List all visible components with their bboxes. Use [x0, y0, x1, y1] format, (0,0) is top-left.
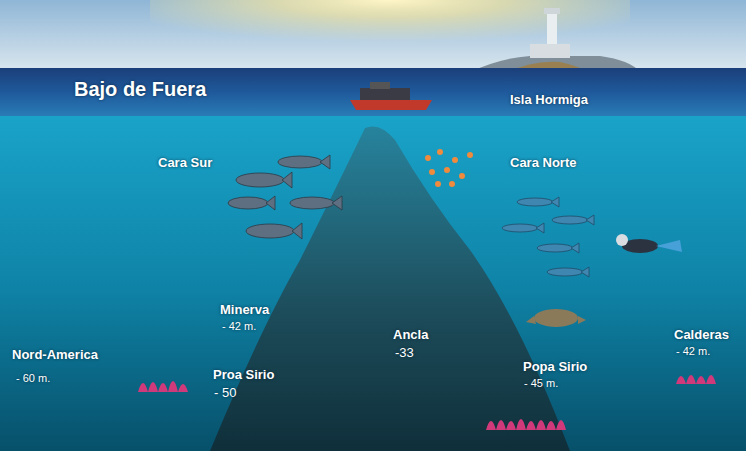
depth-label: -33: [395, 345, 414, 360]
site-label: Minerva: [220, 302, 269, 317]
site-label: Ancla: [393, 327, 428, 342]
depth-label: - 60 m.: [16, 372, 50, 384]
site-title: Bajo de Fuera: [74, 78, 206, 101]
site-label: Nord-America: [12, 347, 98, 362]
depth-label: - 42 m.: [222, 320, 256, 332]
site-label: Proa Sirio: [213, 367, 274, 382]
site-label: Isla Hormiga: [510, 92, 588, 107]
depth-label: - 42 m.: [676, 345, 710, 357]
depth-label: - 50: [214, 385, 236, 400]
depth-label: - 45 m.: [524, 377, 558, 389]
site-label: Popa Sirio: [523, 359, 587, 374]
site-label: Calderas: [674, 327, 729, 342]
site-label: Cara Sur: [158, 155, 212, 170]
site-label: Cara Norte: [510, 155, 576, 170]
